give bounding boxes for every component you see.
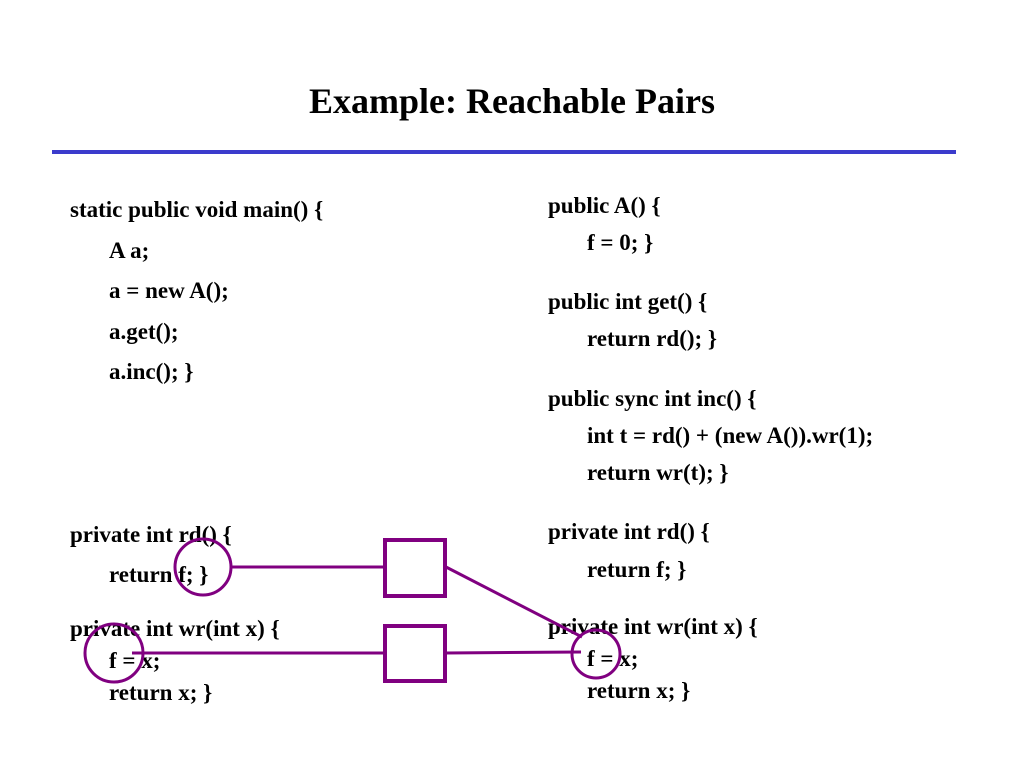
rd-return-line: return f; } bbox=[109, 562, 209, 587]
rd-header: private int rd() { bbox=[548, 519, 710, 544]
main-header: static public void main() { bbox=[70, 197, 324, 222]
inc-line: int t = rd() + (new A()).wr(1); bbox=[587, 423, 874, 448]
access-circle bbox=[83, 622, 145, 684]
main-line: a = new A(); bbox=[109, 278, 229, 303]
main-line: a.get(); bbox=[109, 318, 179, 344]
rd-header: private int rd() { bbox=[70, 522, 232, 547]
rd-return-line: return f; } bbox=[587, 557, 687, 582]
left-wr-block: private int wr(int x) { f = x; return x;… bbox=[70, 613, 280, 709]
wr-header: private int wr(int x) { bbox=[70, 616, 280, 641]
right-ctor-block: public A() { f = 0; } bbox=[548, 187, 661, 261]
wr-assign-line: f = x; bbox=[587, 646, 639, 671]
left-main-block: static public void main() { A a; a = new… bbox=[70, 190, 323, 393]
right-rd-block: private int rd() { return f; } bbox=[548, 513, 710, 589]
get-line: return rd(); } bbox=[587, 326, 717, 351]
get-header: public int get() { bbox=[548, 289, 708, 314]
main-line: a.inc(); } bbox=[109, 359, 194, 384]
title-divider bbox=[52, 150, 956, 154]
right-inc-block: public sync int inc() { int t = rd() + (… bbox=[548, 380, 873, 491]
access-circle bbox=[570, 628, 622, 680]
ctor-line: f = 0; } bbox=[587, 230, 654, 255]
right-get-block: public int get() { return rd(); } bbox=[548, 283, 717, 357]
inc-line: return wr(t); } bbox=[587, 460, 729, 485]
left-rd-block: private int rd() { return f; } bbox=[70, 515, 232, 595]
pair-box bbox=[383, 624, 447, 683]
ctor-header: public A() { bbox=[548, 193, 661, 218]
wr-return-line: return x; } bbox=[587, 678, 691, 703]
pair-box bbox=[383, 538, 447, 598]
connector-line bbox=[445, 650, 582, 655]
access-circle bbox=[173, 537, 233, 597]
connector-line bbox=[445, 565, 583, 639]
slide-title: Example: Reachable Pairs bbox=[309, 81, 715, 121]
main-line: A a; bbox=[109, 237, 150, 263]
inc-header: public sync int inc() { bbox=[548, 386, 757, 411]
wr-return-line: return x; } bbox=[109, 680, 213, 705]
